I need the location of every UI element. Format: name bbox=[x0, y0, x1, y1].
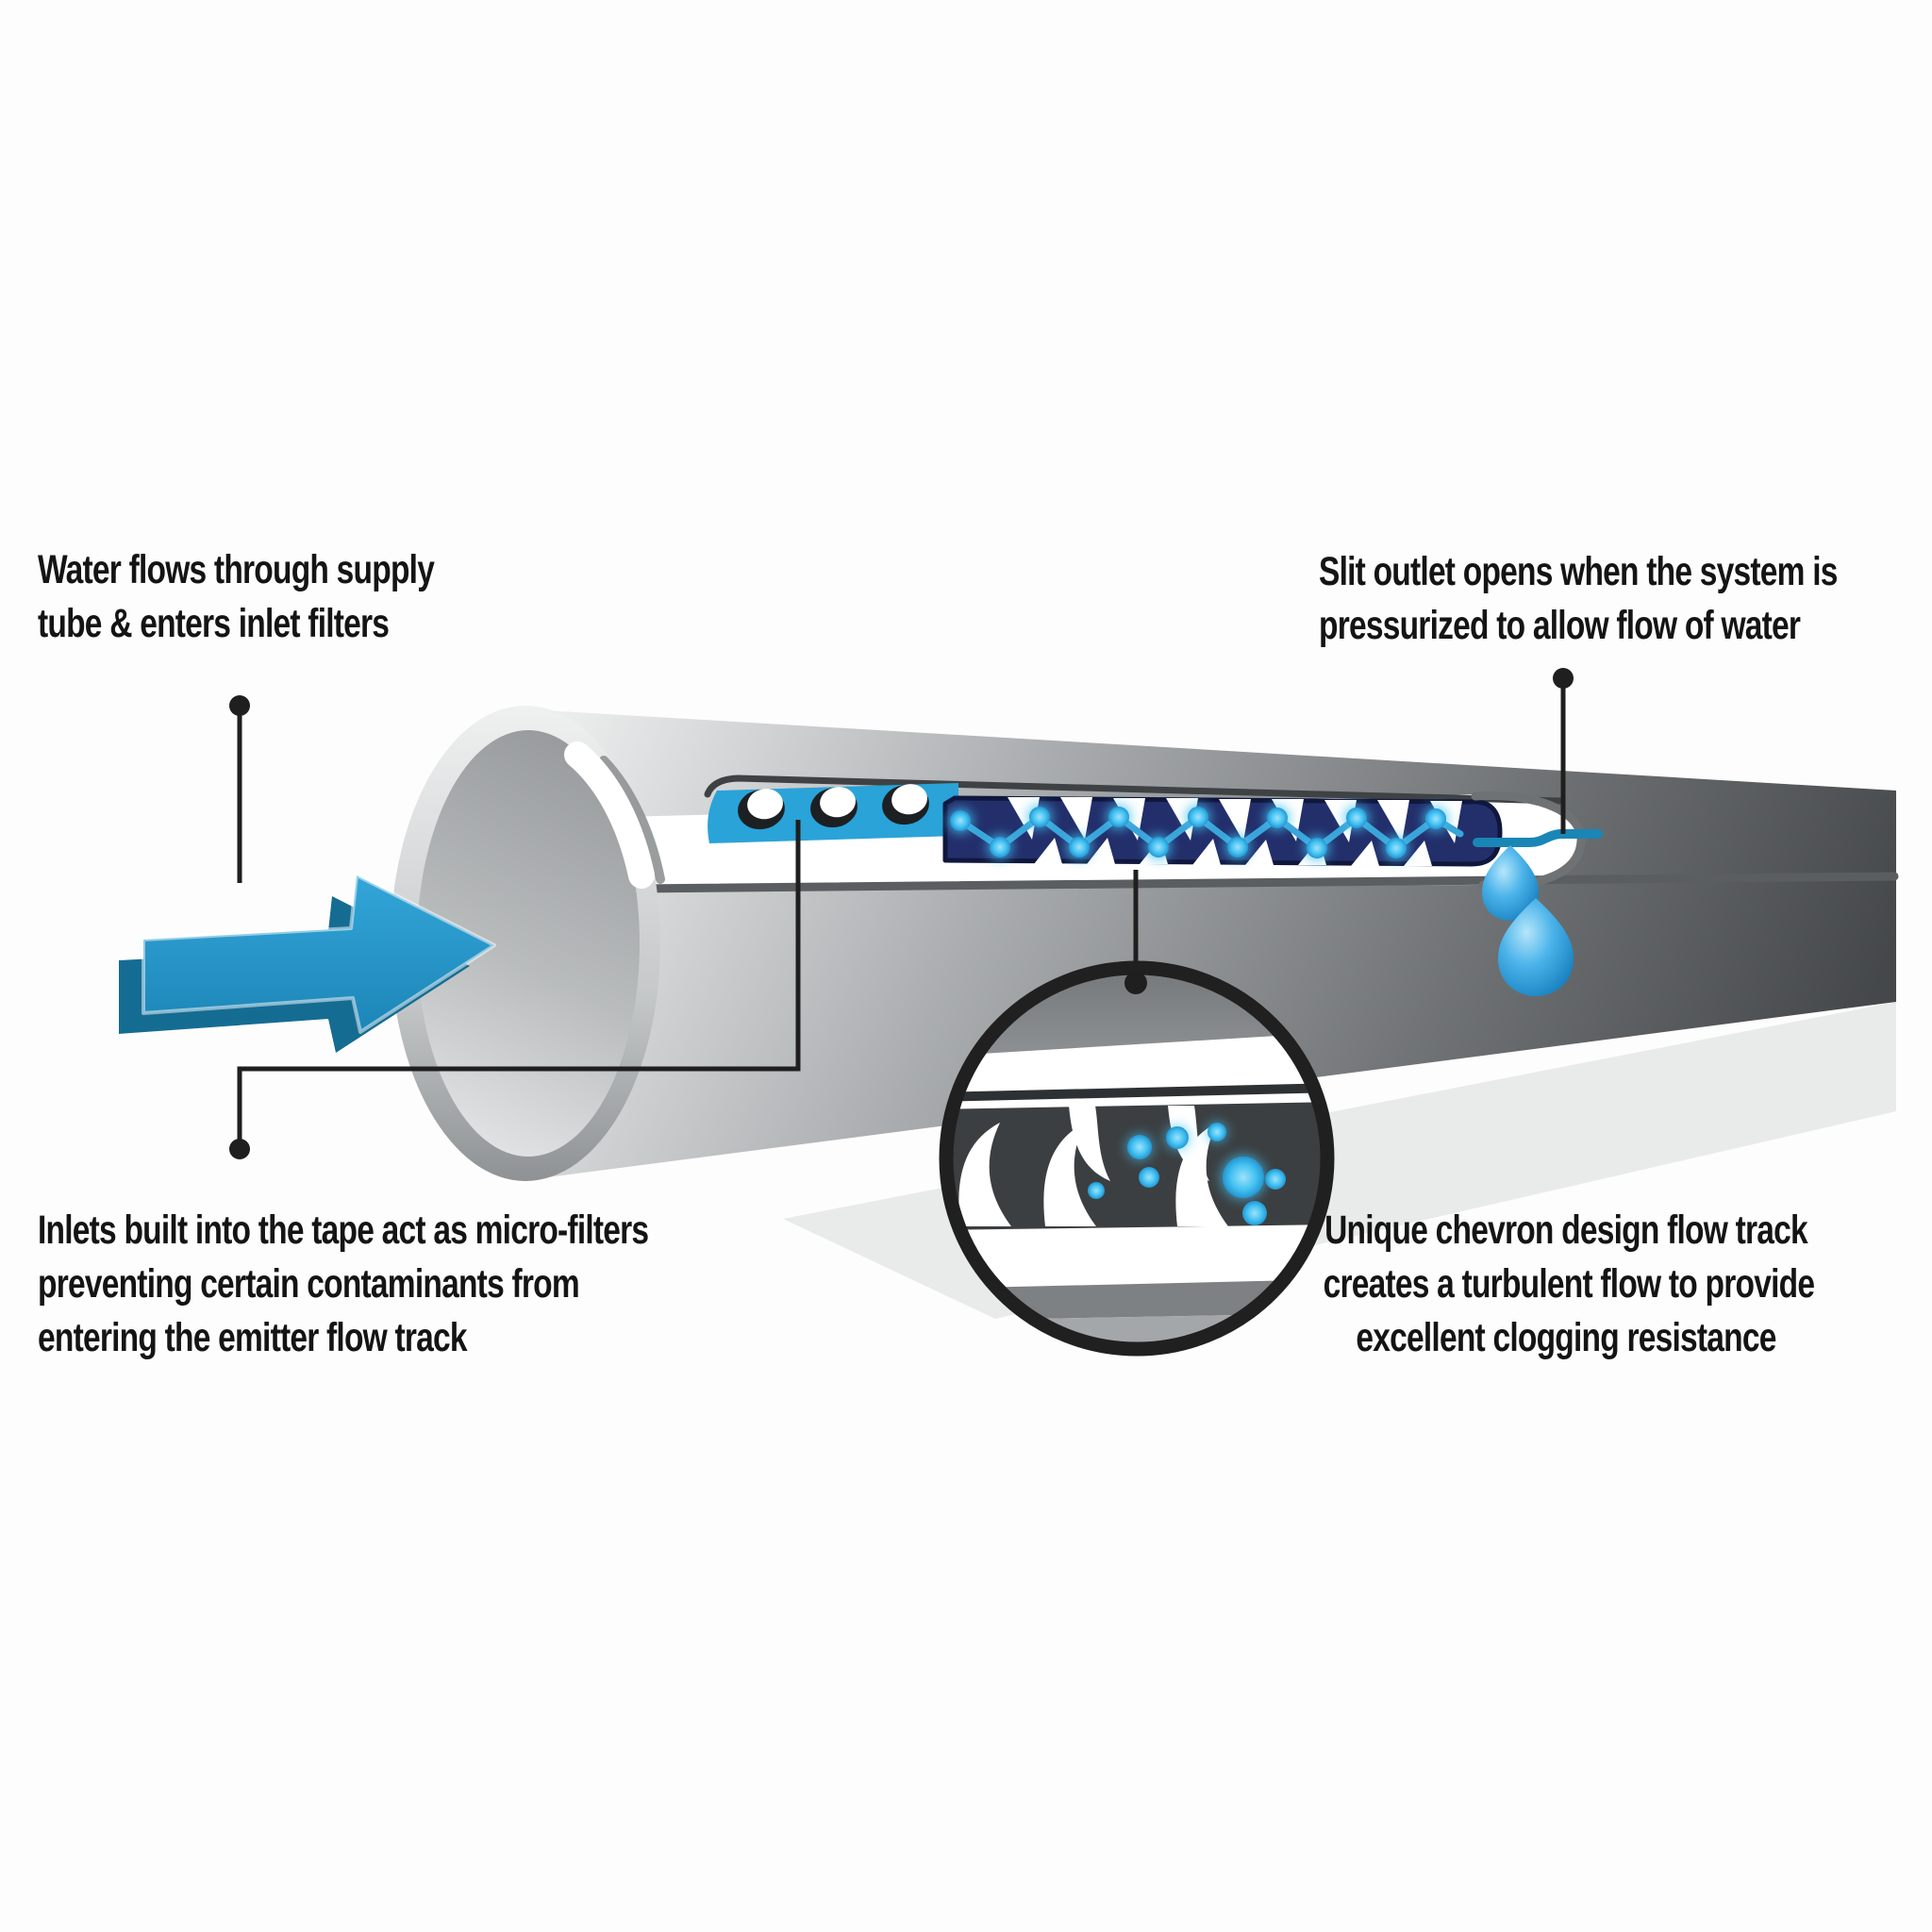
magnified-chevron-fins bbox=[958, 1106, 1228, 1226]
rim-shadow-arc bbox=[599, 756, 665, 884]
magnifier-ring bbox=[939, 960, 1335, 1357]
water-droplet-icon bbox=[1498, 898, 1574, 996]
water-droplets bbox=[1482, 845, 1574, 996]
leader-slit-outlet bbox=[1553, 668, 1574, 834]
chevron-flow-track bbox=[942, 791, 1586, 891]
label-line: tube & enters inlet filters bbox=[38, 601, 390, 646]
magnifier-anchor-dot bbox=[1124, 972, 1147, 994]
label-line: Unique chevron design flow track bbox=[1324, 1208, 1808, 1253]
tube-opening bbox=[391, 706, 665, 1181]
label-chevron: Unique chevron design flow track creates… bbox=[1323, 1204, 1815, 1365]
inlet-hole-icon bbox=[810, 787, 858, 828]
leader-inlets bbox=[229, 820, 801, 1159]
magnified-water-particles bbox=[1088, 1122, 1286, 1225]
inlet-filter-holes bbox=[738, 784, 929, 830]
rim-highlight-arc bbox=[564, 741, 655, 889]
label-line: Inlets built into the tape act as micro-… bbox=[38, 1208, 649, 1253]
water-droplet-icon bbox=[1482, 845, 1539, 921]
magnifier-circle bbox=[939, 960, 1335, 1357]
emitter-strip bbox=[708, 783, 958, 843]
leader-supply bbox=[229, 695, 250, 883]
label-line: entering the emitter flow track bbox=[38, 1315, 468, 1360]
turbulent-flow-path bbox=[948, 805, 1464, 860]
label-line: creates a turbulent flow to provide bbox=[1323, 1261, 1815, 1307]
slit-outlet bbox=[1473, 829, 1603, 847]
supply-flow-arrow-icon bbox=[119, 874, 496, 1053]
label-line: preventing certain contaminants from bbox=[38, 1261, 580, 1307]
label-line: excellent clogging resistance bbox=[1356, 1315, 1776, 1360]
label-line: Slit outlet opens when the system is bbox=[1319, 549, 1838, 594]
label-supply: Water flows through supply tube & enters… bbox=[38, 543, 435, 651]
label-slit-outlet: Slit outlet opens when the system is pre… bbox=[1319, 545, 1838, 653]
label-line: Water flows through supply bbox=[38, 547, 435, 592]
inlet-hole-icon bbox=[882, 784, 929, 825]
label-inlets: Inlets built into the tape act as micro-… bbox=[38, 1204, 649, 1365]
inlet-hole-icon bbox=[738, 789, 785, 830]
tape-edge-line bbox=[704, 774, 1564, 805]
label-line: pressurized to allow flow of water bbox=[1319, 603, 1801, 648]
tape-seam-line bbox=[633, 872, 1899, 893]
